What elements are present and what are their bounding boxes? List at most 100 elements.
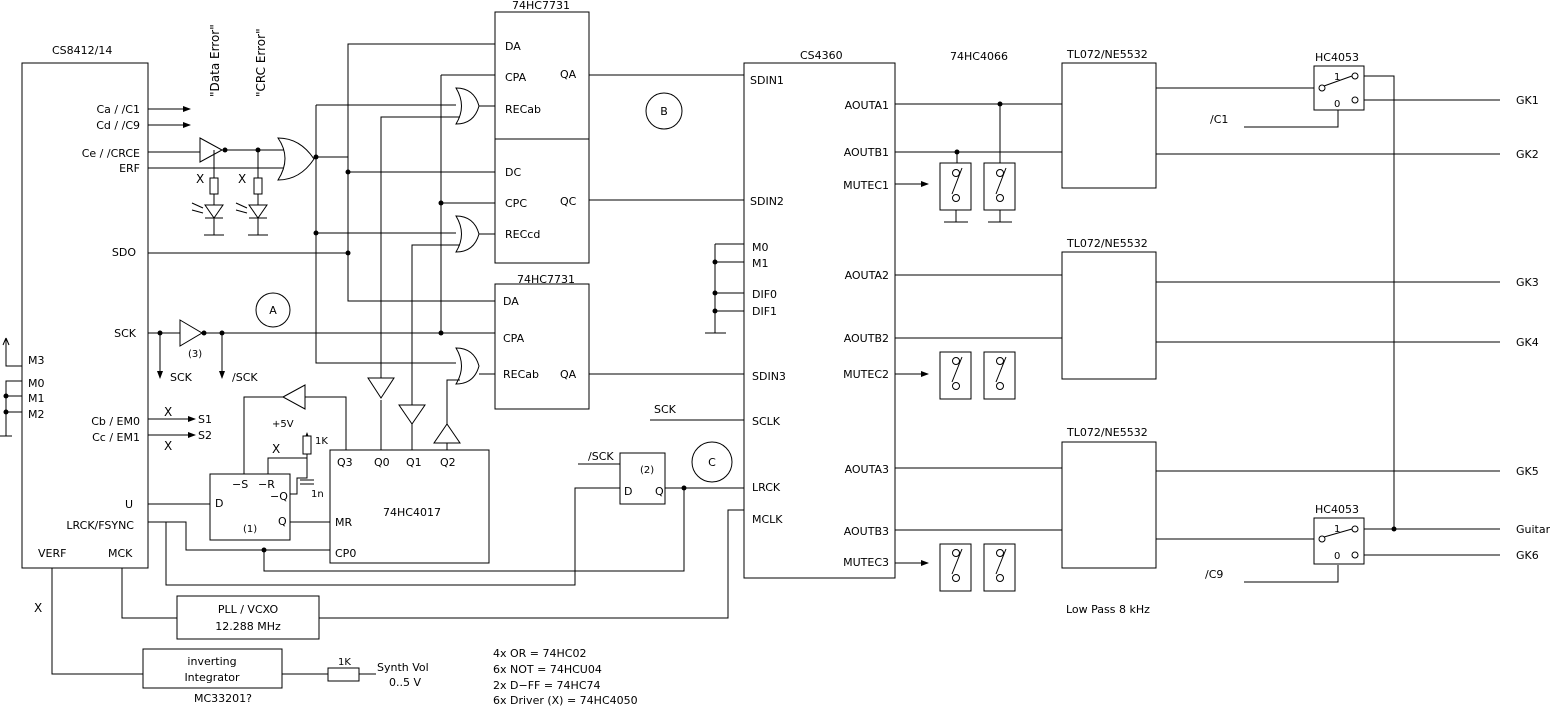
pin-da-bottom: DA bbox=[503, 295, 519, 308]
dff1-pin-s: −S bbox=[232, 478, 248, 491]
mux-bottom-zero: 0 bbox=[1334, 551, 1340, 562]
pin-cpa-top: CPA bbox=[505, 71, 527, 84]
pll-line2: 12.288 MHz bbox=[215, 620, 281, 633]
node-b-label: B bbox=[660, 105, 668, 118]
pin-aouta3: AOUTA3 bbox=[845, 463, 889, 476]
pin-mutec2: MUTEC2 bbox=[843, 368, 889, 381]
pin-da-top: DA bbox=[505, 40, 521, 53]
dff1-wiring bbox=[148, 384, 347, 551]
pin-u: U bbox=[125, 498, 133, 511]
switch-chip-title: 74HC4066 bbox=[950, 50, 1008, 63]
hc7731-bottom-chip: 74HC7731 DA CPA RECab QA bbox=[494, 273, 590, 410]
hc4017-pin-q0: Q0 bbox=[374, 456, 390, 469]
pin-recab-bottom: RECab bbox=[503, 368, 539, 381]
node-c-label: C bbox=[708, 456, 716, 469]
node-b-circle bbox=[645, 92, 683, 130]
dff1-pin-nq: −Q bbox=[270, 490, 288, 503]
pin-sdin2: SDIN2 bbox=[750, 195, 784, 208]
hc4017-title: 74HC4017 bbox=[383, 506, 441, 519]
mode-pin-wiring bbox=[0, 337, 22, 437]
pin-aoutb1: AOUTB1 bbox=[844, 146, 889, 159]
note-dff: 2x D−FF = 74HC74 bbox=[493, 679, 601, 692]
pin-m3: M3 bbox=[28, 354, 45, 367]
mux-top-zero: 0 bbox=[1334, 99, 1340, 110]
cs8412-title: CS8412/14 bbox=[52, 44, 112, 57]
x-mark-led2: X bbox=[238, 172, 246, 186]
hc4017-pin-q1: Q1 bbox=[406, 456, 422, 469]
integrator-part: MC33201? bbox=[194, 692, 252, 705]
mux-top: HC4053 1 0 bbox=[1313, 51, 1365, 111]
hc4017-pin-cp0: CP0 bbox=[335, 547, 356, 560]
dff2-pin-q: Q bbox=[655, 485, 664, 498]
x-mark-s2: X bbox=[164, 439, 172, 453]
pin-mutec1: MUTEC1 bbox=[843, 179, 889, 192]
pll-line1: PLL / VCXO bbox=[218, 603, 279, 616]
pll-vcxo-block: PLL / VCXO 12.288 MHz bbox=[121, 509, 744, 640]
output-gk4: GK4 bbox=[1516, 336, 1539, 349]
pin-mck: MCK bbox=[108, 547, 133, 560]
x-mark-reset: X bbox=[272, 442, 280, 456]
hc4017-pin-q2: Q2 bbox=[440, 456, 456, 469]
opamp-3: TL072/NE5532 bbox=[1061, 426, 1157, 569]
dff2-wiring bbox=[165, 463, 744, 586]
dff2-pin-d: D bbox=[624, 485, 632, 498]
dff1-label: (1) bbox=[243, 524, 257, 535]
c1n-label: 1n bbox=[311, 489, 324, 500]
node-a-label: A bbox=[269, 304, 277, 317]
opamp-1: TL072/NE5532 bbox=[1061, 48, 1157, 189]
cs4360-title: CS4360 bbox=[800, 49, 843, 62]
output-gk5: GK5 bbox=[1516, 465, 1539, 478]
pin-aoutb2: AOUTB2 bbox=[844, 332, 889, 345]
r1k-label: 1K bbox=[315, 436, 328, 447]
low-pass-label: Low Pass 8 kHz bbox=[1066, 603, 1150, 616]
pin-cb: Cb / EM0 bbox=[91, 415, 140, 428]
analog-switch-group-2 bbox=[939, 351, 1016, 400]
pin-ca: Ca / /C1 bbox=[96, 103, 140, 116]
pin-cd: Cd / /C9 bbox=[96, 119, 140, 132]
hc4017-chip: Q3 Q0 Q1 Q2 74HC4017 MR CP0 bbox=[329, 449, 490, 564]
mux-top-one: 1 bbox=[1334, 72, 1340, 83]
integrator-block: inverting Integrator MC33201? bbox=[51, 568, 376, 705]
dff1-chip: −S −R −Q D Q (1) bbox=[209, 473, 291, 541]
pin-qa-bottom: QA bbox=[560, 368, 577, 381]
pin-sdin1: SDIN1 bbox=[750, 74, 784, 87]
pin-qa-top: QA bbox=[560, 68, 577, 81]
pin-m1: M1 bbox=[28, 392, 45, 405]
pin-verf: VERF bbox=[38, 547, 66, 560]
node-c-circle bbox=[691, 441, 733, 483]
sck-in-label: SCK bbox=[654, 403, 677, 416]
analog-wiring bbox=[895, 101, 1062, 566]
pin-m0: M0 bbox=[28, 377, 45, 390]
pin-cpa-bottom: CPA bbox=[503, 332, 525, 345]
x-mark-verf: X bbox=[34, 601, 42, 615]
x-mark-led1: X bbox=[196, 172, 204, 186]
pin-dif1: DIF1 bbox=[752, 305, 777, 318]
hc4017-pin-q3: Q3 bbox=[337, 456, 353, 469]
s1-label: S1 bbox=[198, 413, 212, 426]
hc4017-pin-mr: MR bbox=[335, 516, 352, 529]
cs4360-chip: CS4360 SDIN1 SDIN2 M0 M1 DIF0 DIF1 SDIN3… bbox=[743, 49, 896, 579]
hc7731-top-chip: 74HC7731 DA CPA QA RECab DC CPC QC RECcd bbox=[494, 0, 590, 264]
pin-qc: QC bbox=[560, 195, 577, 208]
opamp-1-title: TL072/NE5532 bbox=[1066, 48, 1148, 61]
pin-ce: Ce / /CRCE bbox=[82, 147, 140, 160]
plus5v-label: +5V bbox=[272, 419, 294, 430]
dff1-pin-q: Q bbox=[278, 515, 287, 528]
cs8412-chip: CS8412/14 Ca / /C1 Cd / /C9 Ce / /CRCE E… bbox=[21, 44, 149, 569]
pin-m0-dac: M0 bbox=[752, 241, 769, 254]
pin-cc: Cc / EM1 bbox=[92, 431, 140, 444]
error-led-circuit bbox=[148, 137, 348, 236]
note-or: 4x OR = 74HC02 bbox=[493, 647, 586, 660]
opamp-3-title: TL072/NE5532 bbox=[1066, 426, 1148, 439]
pin-mclk: MCLK bbox=[752, 513, 783, 526]
nsck-in-label: /SCK bbox=[588, 450, 614, 463]
sck-out-label: SCK bbox=[170, 371, 193, 384]
pin-aoutb3: AOUTB3 bbox=[844, 525, 889, 538]
pin-aouta1: AOUTA1 bbox=[845, 99, 889, 112]
pin-sdo: SDO bbox=[112, 246, 136, 259]
analog-switch-group-3 bbox=[939, 543, 1016, 592]
pin-erf: ERF bbox=[119, 162, 140, 175]
dff1-pin-d: D bbox=[215, 497, 223, 510]
synth-vol-label: Synth Vol bbox=[377, 661, 429, 674]
integrator-line2: Integrator bbox=[184, 671, 240, 684]
